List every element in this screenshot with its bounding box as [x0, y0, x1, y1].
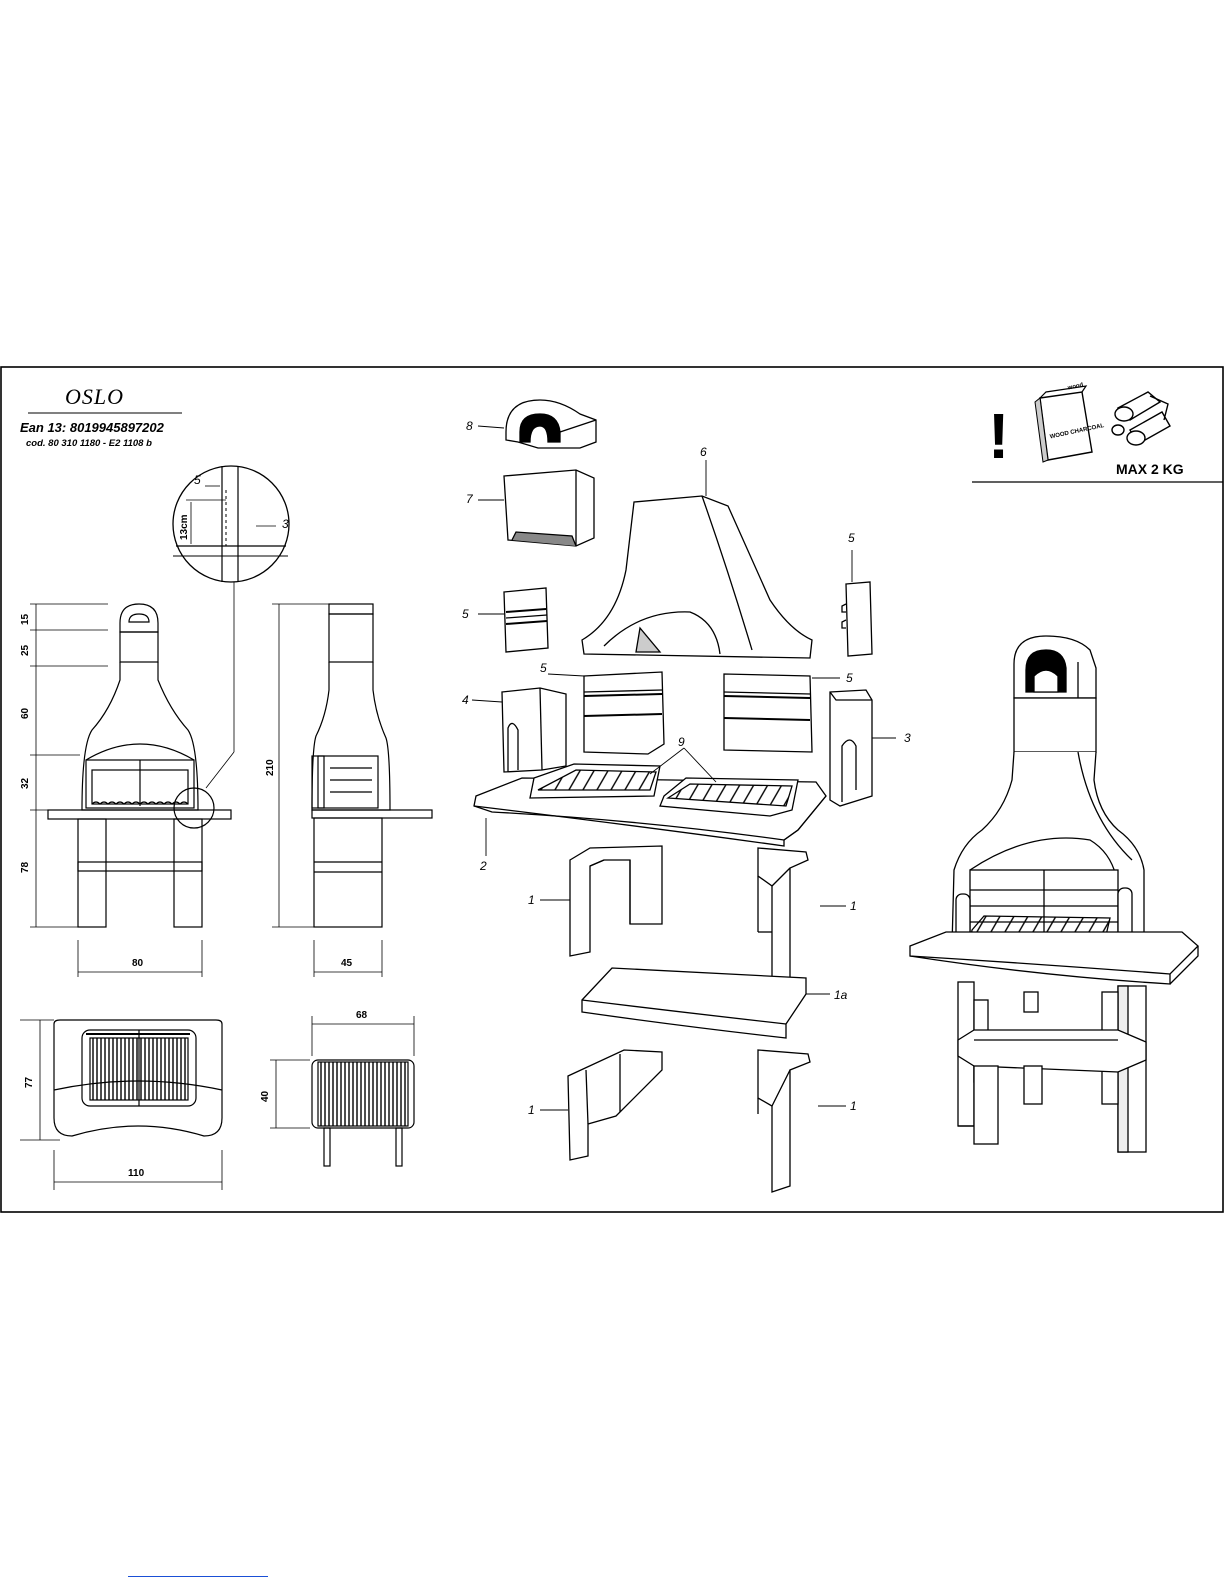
detail-spacing-label: 13cm: [179, 514, 190, 540]
charcoal-bag-icon: WOOD CHARCOAL wood: [1035, 382, 1105, 462]
part-5-panel-left: [504, 588, 548, 652]
part-1-leg-upper-left: [570, 846, 662, 956]
part-7-chimney: [504, 470, 594, 546]
part-label-4: 4: [462, 693, 469, 707]
part-label-5a: 5: [462, 607, 469, 621]
page-footer-link[interactable]: [128, 1576, 268, 1577]
dim-grill-40: 40: [260, 1090, 271, 1102]
dim-height-210: 210: [265, 759, 276, 776]
part-label-8: 8: [466, 419, 473, 433]
top-view: [20, 1020, 222, 1190]
part-label-2: 2: [479, 859, 487, 873]
part-label-5b: 5: [848, 531, 855, 545]
detail-view: 13cm 5 3: [173, 466, 289, 788]
wood-logs-icon: [1112, 392, 1170, 445]
dim-width-80: 80: [132, 958, 144, 969]
part-label-5d: 5: [846, 671, 853, 685]
product-code: cod. 80 310 1180 - E2 1108 b: [26, 438, 152, 449]
detail-circle: [173, 466, 289, 582]
detail-label-3: 3: [282, 517, 289, 531]
assembled-view: [910, 636, 1198, 1152]
part-8-cap: [506, 400, 596, 448]
ean-code: Ean 13: 8019945897202: [20, 420, 165, 435]
part-label-1c: 1: [528, 1103, 535, 1117]
side-elevation: [272, 604, 432, 977]
front-height-dimensions: [30, 604, 202, 977]
part-label-5c: 5: [540, 661, 547, 675]
product-title: OSLO: [65, 384, 124, 409]
max-load-label: MAX 2 KG: [1116, 461, 1184, 477]
front-elevation: [30, 604, 231, 977]
dim-60: 60: [20, 707, 31, 719]
part-label-9: 9: [678, 735, 685, 749]
exploded-view: [474, 400, 872, 1192]
part-label-3: 3: [904, 731, 911, 745]
part-label-1d: 1: [850, 1099, 857, 1113]
part-4-left-wall: [502, 688, 566, 772]
dim-25: 25: [20, 644, 31, 656]
fuel-warning: ! WOOD CHARCOAL wood MAX 2 KG: [972, 382, 1223, 482]
part-label-1a-shelf: 1a: [834, 988, 848, 1002]
part-1-leg-lower-right: [758, 1050, 810, 1192]
dim-depth-45: 45: [341, 958, 353, 969]
part-label-1a: 1: [528, 893, 535, 907]
side-dimensions: [272, 604, 382, 977]
dim-15: 15: [20, 613, 31, 625]
bag-top-label: wood: [1066, 382, 1084, 391]
detail-label-5: 5: [194, 473, 201, 487]
part-label-1b: 1: [850, 899, 857, 913]
warning-icon: !: [988, 400, 1009, 472]
dim-grill-68: 68: [356, 1010, 368, 1021]
part-5-back-right: [724, 674, 812, 752]
part-5-back-left: [584, 672, 664, 754]
part-label-6: 6: [700, 445, 707, 459]
part-1-leg-lower-left: [568, 1050, 662, 1160]
dim-width-110: 110: [128, 1168, 145, 1179]
part-3-right-wall: [830, 690, 872, 806]
grill-view: [270, 1016, 414, 1166]
part-5-panel-right: [842, 582, 872, 656]
dim-32: 32: [20, 777, 31, 789]
dim-78: 78: [20, 861, 31, 873]
part-1a-shelf: [582, 968, 806, 1038]
dim-depth-77: 77: [24, 1076, 35, 1088]
part-1-leg-upper-right: [758, 848, 808, 984]
part-label-7: 7: [466, 492, 474, 506]
part-6-hood: [582, 496, 812, 658]
header: OSLO Ean 13: 8019945897202 cod. 80 310 1…: [20, 384, 182, 449]
side-dimension-labels: 210 45: [265, 759, 353, 969]
